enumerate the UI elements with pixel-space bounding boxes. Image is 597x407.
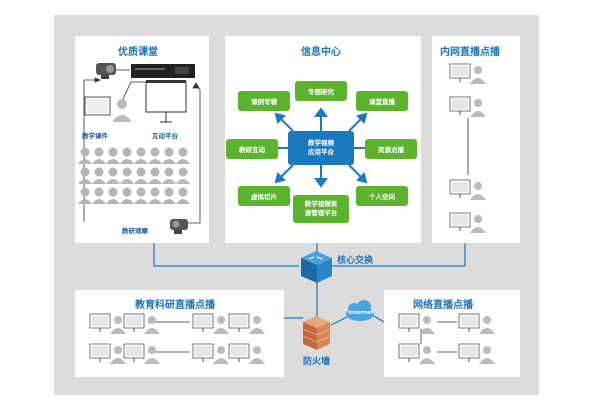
workstation-icon [228, 313, 265, 334]
workstation-icon [449, 63, 486, 84]
edu-research-panel [75, 290, 284, 377]
quality-class-title: 优质课堂 [118, 47, 158, 58]
box-virtual-slice: 虚拟切片 [238, 186, 290, 206]
recorder-icon [131, 64, 195, 78]
workstation-icon [449, 179, 486, 200]
internet-label: Internet [348, 310, 374, 316]
workstation-icon [398, 313, 435, 334]
workstation-icon [398, 343, 435, 364]
interactive-label: 互动平台 [152, 132, 178, 140]
teacher-workstation-icon [84, 96, 132, 122]
firewall-label: 防火墙 [303, 357, 331, 367]
camera-icon [96, 63, 116, 79]
observe-label: 教研观摩 [122, 227, 148, 235]
courseware-label: 教学课件 [82, 132, 108, 140]
workstation-icon [449, 212, 486, 233]
box-teach-interact: 教研互动 [226, 139, 278, 159]
workstation-icon [458, 313, 495, 334]
projector-screen-icon [145, 80, 187, 123]
workstation-icon [192, 343, 229, 364]
network-live-panel [384, 290, 520, 377]
edu-research-title: 教育科研直播点播 [135, 300, 215, 311]
core-switch-label: 核心交换 [337, 256, 374, 266]
info-center-title: 信息中心 [301, 47, 341, 58]
workstation-icon [192, 313, 229, 334]
workstation-icon [89, 313, 126, 334]
box-resource-vod: 资源点播 [365, 139, 417, 159]
box-class-live: 课堂直播 [356, 91, 408, 111]
box-lesson-compete: 课例专辑 [238, 91, 290, 111]
observe-camera-icon [170, 219, 188, 234]
box-personal-space: 个人空间 [356, 186, 408, 206]
box-topic-research: 专题研究 [295, 81, 347, 101]
box-resource-mgmt: 教学视频资源管理平台 [293, 195, 349, 223]
workstation-icon [123, 343, 160, 364]
workstation-icon [458, 343, 495, 364]
workstation-icon [449, 96, 486, 117]
network-live-title: 网络直播点播 [413, 300, 473, 311]
intranet-live-title: 内网直播点播 [440, 47, 500, 58]
workstation-icon [89, 343, 126, 364]
workstation-icon [123, 313, 160, 334]
students-icon [78, 147, 190, 204]
workstation-icon [228, 343, 265, 364]
video-app-platform: 教学视频应用平台 [288, 131, 354, 165]
